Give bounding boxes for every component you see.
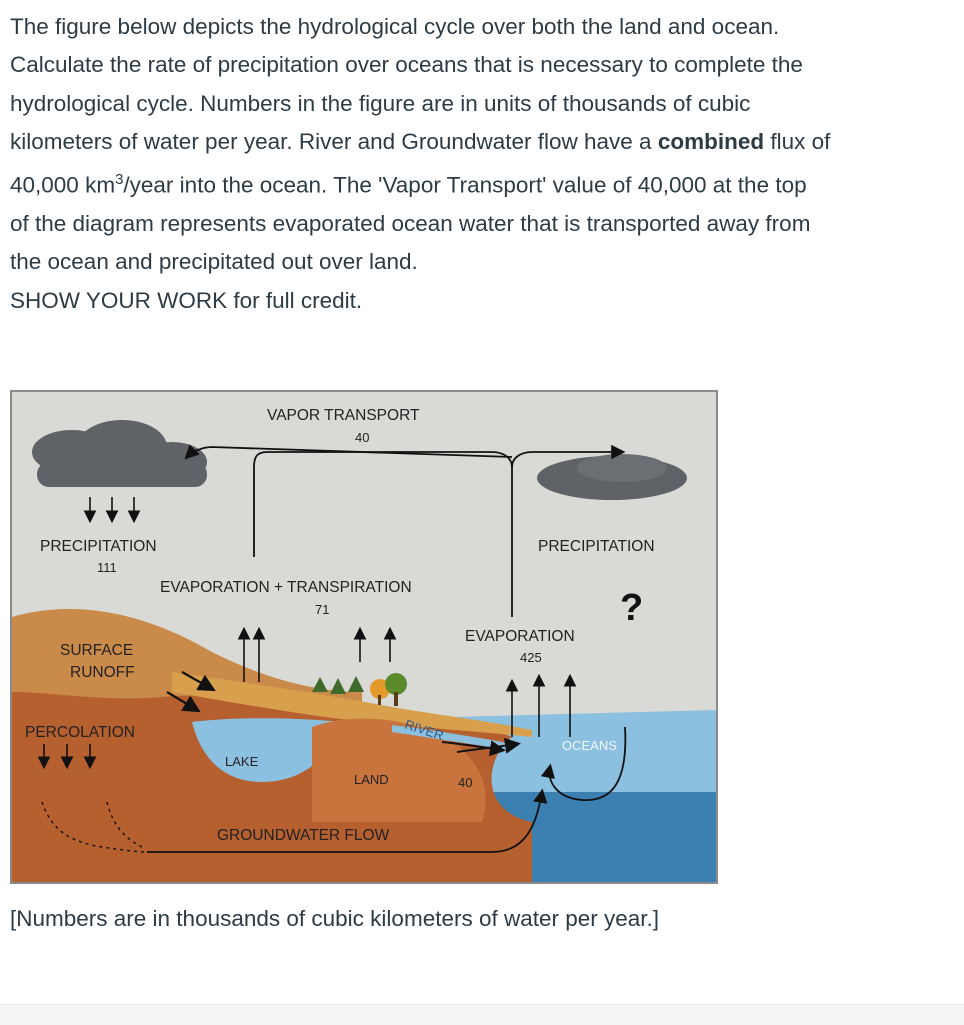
land-precipitation-value: 111 bbox=[97, 560, 117, 575]
ocean-evaporation-value: 425 bbox=[520, 650, 542, 665]
oceans-label: OCEANS bbox=[562, 738, 617, 753]
evapotranspiration-label: EVAPORATION + TRANSPIRATION bbox=[160, 579, 412, 596]
question-line-2: Calculate the rate of precipitation over… bbox=[10, 46, 945, 84]
river-groundwater-value: 40 bbox=[458, 775, 472, 790]
question-line-4-prefix: kilometers of water per year. River and … bbox=[10, 129, 658, 154]
land-precipitation-label: PRECIPITATION bbox=[40, 538, 157, 555]
percolation-label: PERCOLATION bbox=[25, 724, 135, 741]
bottom-strip bbox=[0, 1004, 964, 1025]
question-text: The figure below depicts the hydrologica… bbox=[10, 8, 945, 320]
question-line-5-suffix: /year into the ocean. The 'Vapor Transpo… bbox=[123, 173, 806, 198]
vapor-transport-label: VAPOR TRANSPORT bbox=[267, 407, 420, 424]
hydrological-cycle-diagram: VAPOR TRANSPORT 40 PRECIPITATION 111 EVA… bbox=[12, 392, 716, 882]
vapor-transport-value: 40 bbox=[355, 430, 369, 445]
bold-combined: combined bbox=[658, 129, 764, 154]
question-line-8: SHOW YOUR WORK for full credit. bbox=[10, 282, 945, 320]
question-line-1: The figure below depicts the hydrologica… bbox=[10, 8, 945, 46]
lake-label: LAKE bbox=[225, 754, 259, 769]
surface-runoff-label-1: SURFACE bbox=[60, 642, 133, 659]
question-line-6: of the diagram represents evaporated oce… bbox=[10, 205, 945, 243]
question-line-3: hydrological cycle. Numbers in the figur… bbox=[10, 85, 945, 123]
ocean-evaporation-label: EVAPORATION bbox=[465, 628, 575, 645]
question-line-5-prefix: 40,000 km bbox=[10, 173, 115, 198]
land-label: LAND bbox=[354, 772, 389, 787]
question-line-4: kilometers of water per year. River and … bbox=[10, 123, 945, 161]
question-line-4-suffix: flux of bbox=[764, 129, 830, 154]
figure-caption: [Numbers are in thousands of cubic kilom… bbox=[10, 906, 659, 932]
ocean-precipitation-unknown: ? bbox=[620, 587, 643, 629]
ocean-precipitation-label: PRECIPITATION bbox=[538, 538, 655, 555]
question-line-5: 40,000 km3/year into the ocean. The 'Vap… bbox=[10, 161, 945, 205]
hydrological-cycle-figure: VAPOR TRANSPORT 40 PRECIPITATION 111 EVA… bbox=[10, 390, 718, 884]
evapotranspiration-value: 71 bbox=[315, 602, 329, 617]
question-line-7: the ocean and precipitated out over land… bbox=[10, 243, 945, 281]
surface-runoff-label-2: RUNOFF bbox=[70, 664, 135, 681]
groundwater-flow-label: GROUNDWATER FLOW bbox=[217, 827, 390, 844]
